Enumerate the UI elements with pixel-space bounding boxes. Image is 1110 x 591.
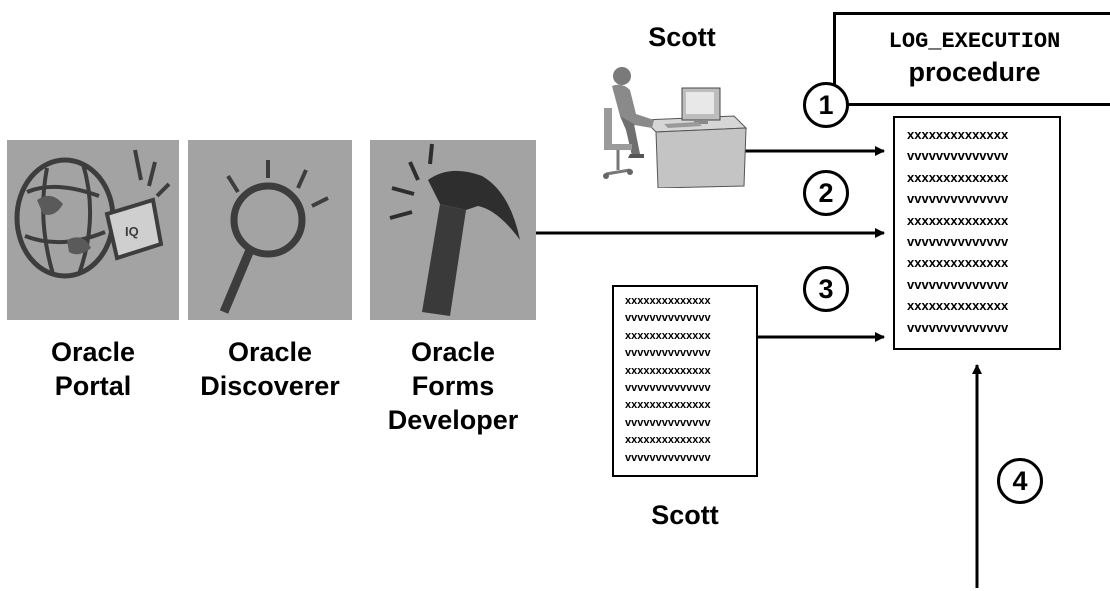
log-row: vvvvvvvvvvvvvv: [907, 234, 1009, 250]
user-label: Scott: [648, 22, 716, 52]
log-row: vvvvvvvvvvvvvv: [907, 319, 1009, 335]
script-row: xxxxxxxxxxxxxx: [625, 295, 711, 307]
log-document: xxxxxxxxxxxxxx vvvvvvvvvvvvvv xxxxxxxxxx…: [893, 116, 1061, 350]
globe-map-icon: IQ: [14, 149, 171, 279]
step-badge-2: 2: [803, 170, 849, 216]
log-row: xxxxxxxxxxxxxx: [907, 255, 1009, 271]
script-row: vvvvvvvvvvvvvv: [625, 347, 711, 360]
tool-label-portal: Oracle Portal: [7, 335, 179, 403]
hammer-icon: [389, 143, 520, 316]
script-label: Scott: [651, 500, 719, 530]
script-row: vvvvvvvvvvvvvv: [625, 382, 711, 395]
script-row: xxxxxxxxxxxxxx: [625, 434, 711, 447]
log-row: xxxxxxxxxxxxxx: [907, 212, 1009, 228]
script-row: xxxxxxxxxxxxxx: [625, 399, 711, 412]
script-row: vvvvvvvvvvvvvv: [625, 451, 711, 464]
tool-label-line2: Forms: [411, 371, 495, 401]
oracle-forms-tile: [370, 140, 536, 320]
procedure-box: LOG_EXECUTION procedure: [833, 12, 1110, 106]
tool-label-line2: Portal: [54, 371, 132, 401]
script-row: xxxxxxxxxxxxxx: [625, 364, 711, 377]
tool-label-line1: Oracle: [50, 337, 136, 367]
svg-text:IQ: IQ: [125, 224, 139, 239]
tool-label-line2: Discoverer: [200, 371, 340, 401]
tool-label-line1: Oracle: [410, 337, 496, 367]
log-row: vvvvvvvvvvvvvv: [907, 148, 1009, 164]
tool-label-discoverer: Oracle Discoverer: [180, 335, 360, 403]
person-at-computer-icon: [603, 67, 748, 188]
step-badge-1: 1: [803, 82, 849, 128]
log-row: vvvvvvvvvvvvvv: [907, 191, 1009, 207]
procedure-label: procedure: [908, 57, 1041, 87]
script-document: xxxxxxxxxxxxxx vvvvvvvvvvvvvv xxxxxxxxxx…: [612, 285, 758, 477]
oracle-portal-tile: IQ: [7, 140, 179, 320]
step-badge-4: 4: [997, 458, 1043, 504]
tool-label-line1: Oracle: [227, 337, 313, 367]
log-row: vvvvvvvvvvvvvv: [907, 276, 1009, 292]
tool-label-line3: Developer: [387, 405, 519, 435]
tool-label-forms: Oracle Forms Developer: [370, 335, 536, 437]
log-row: xxxxxxxxxxxxxx: [907, 298, 1009, 314]
oracle-discoverer-tile: [188, 140, 352, 320]
magnifying-glass-icon: [219, 160, 329, 314]
step-badge-3: 3: [803, 266, 849, 312]
script-row: xxxxxxxxxxxxxx: [625, 329, 711, 342]
script-row: vvvvvvvvvvvvvv: [625, 416, 711, 429]
log-row: xxxxxxxxxxxxxx: [907, 169, 1009, 185]
log-row: xxxxxxxxxxxxxx: [907, 127, 1009, 142]
script-row: vvvvvvvvvvvvvv: [625, 312, 711, 325]
procedure-name: LOG_EXECUTION: [888, 29, 1061, 54]
